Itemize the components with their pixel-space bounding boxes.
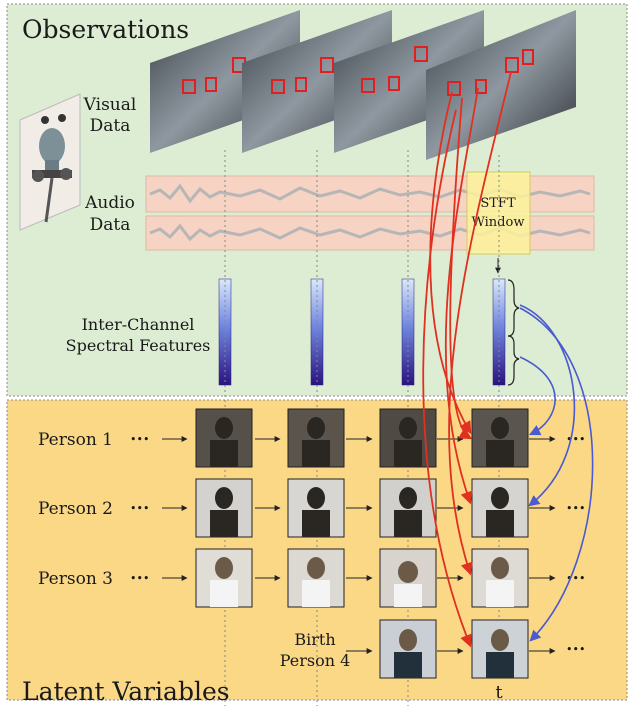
features-label-1: Inter-Channel [82, 315, 195, 334]
ellipsis-right-4: ••• [566, 643, 585, 656]
visual-assignment-arrows [422, 71, 512, 648]
birth-label-1: Birth [294, 630, 335, 649]
observations-title: Observations [22, 15, 189, 44]
features-label-2: Spectral Features [66, 336, 211, 355]
person-thumbnails [195, 408, 529, 679]
brace-lower [507, 335, 520, 386]
stft-label-1: STFT [480, 196, 516, 211]
ellipsis-right-2: ••• [566, 502, 585, 515]
person-3-label: Person 3 [38, 569, 113, 589]
person-2-label: Person 2 [38, 499, 113, 519]
brace-upper [507, 279, 520, 337]
state-arrows [162, 436, 556, 654]
latent-variables-title: Latent Variables [22, 677, 230, 706]
ellipsis-left-3: ••• [130, 572, 149, 585]
visual-data-label-2: Data [90, 116, 131, 136]
audio-data-label-2: Data [90, 215, 131, 235]
ellipsis-left-2: ••• [130, 502, 149, 515]
visual-frame-2 [242, 10, 392, 153]
time-label: t [495, 682, 503, 703]
stft-label-2: Window [472, 215, 525, 230]
audio-data-label-1: Audio [84, 193, 135, 213]
birth-label-2: Person 4 [280, 651, 351, 670]
visual-data-label-1: Visual [83, 95, 137, 115]
ellipsis-left-1: ••• [130, 433, 149, 446]
person-1-label: Person 1 [38, 430, 113, 450]
audio-assignment-arrows [519, 304, 594, 642]
visual-frame-4 [426, 10, 576, 160]
visual-frame-3 [334, 10, 484, 153]
robot-head-image [19, 93, 81, 231]
